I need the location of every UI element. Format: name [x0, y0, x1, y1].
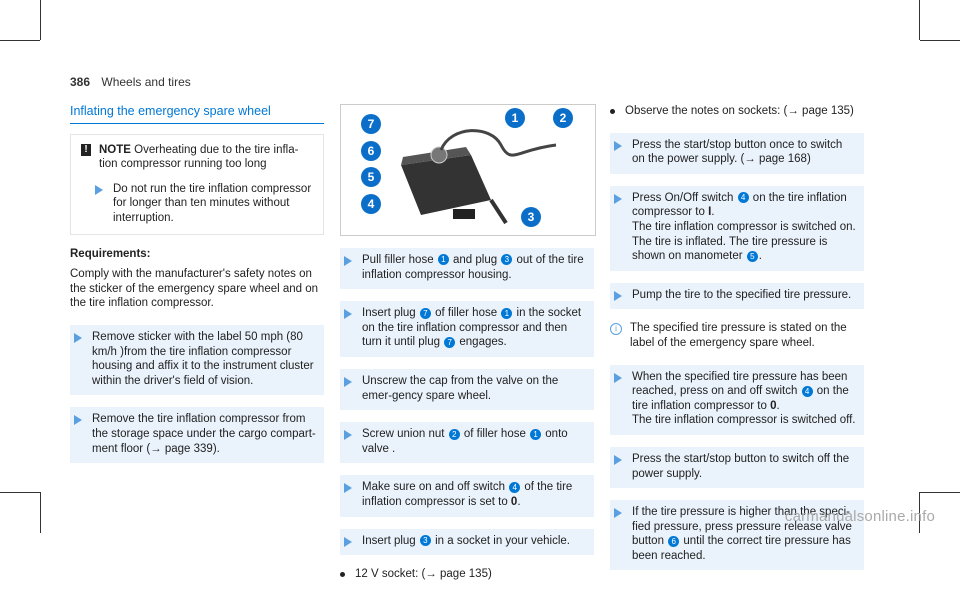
step: Pull filler hose 1 and plug 3 out of the… — [340, 248, 594, 290]
step: Press the start/stop button to switch of… — [610, 446, 864, 489]
step-text: Press the start/stop button once to swit… — [632, 138, 843, 166]
callout-badge: 7 — [444, 336, 456, 348]
step-arrow-icon — [344, 309, 352, 320]
section-title: Wheels and tires — [101, 75, 191, 89]
bullet-item: Observe the notes on sockets: (→ page 13… — [610, 104, 864, 119]
column-1: Inflating the emergency spare wheel ! NO… — [70, 104, 324, 475]
callout-badge: 7 — [419, 307, 431, 319]
callout-7: 7 — [361, 114, 381, 134]
callout-badge: 5 — [746, 250, 758, 262]
step-arrow-icon — [344, 430, 352, 441]
step: Press the start/stop button once to swit… — [610, 132, 864, 174]
callout-2: 2 — [553, 108, 573, 128]
crop-mark — [919, 0, 920, 40]
step-text: Insert plug 3 in a socket in your vehicl… — [362, 534, 570, 547]
step-arrow-icon — [344, 376, 352, 387]
note-heading: Overheating due to the tire infla-tion c… — [99, 143, 299, 171]
step-arrow-icon — [614, 193, 622, 204]
compressor-drawing — [401, 129, 557, 225]
step: Unscrew the cap from the valve on the em… — [340, 368, 594, 411]
step-text: When the specified tire pressure has bee… — [632, 370, 856, 427]
step-text: Remove sticker with the label 50 mph (80… — [92, 330, 314, 387]
bullet-text: Observe the notes on sockets: (→ page 13… — [625, 105, 854, 117]
step-text: Insert plug 7 of filler hose 1 in the so… — [362, 307, 582, 349]
step: Remove sticker with the label 50 mph (80… — [70, 324, 324, 396]
callout-badge: 1 — [437, 254, 449, 266]
bullet-dot — [340, 572, 345, 578]
info-note: i The specified tire pressure is stated … — [610, 321, 864, 350]
step: Make sure on and off switch 4 of the tir… — [340, 475, 594, 517]
note-box: ! NOTE Overheating due to the tire infla… — [70, 133, 324, 235]
column-2: 7 6 5 4 1 2 3 Pull filler hose 1 and plu… — [340, 104, 596, 596]
step: When the specified tire pressure has bee… — [610, 364, 864, 435]
bullet-item: 12 V socket: (→ page 135) — [340, 567, 594, 582]
step: Pump the tire to the specified tire pres… — [610, 282, 864, 310]
step-arrow-icon — [614, 290, 622, 301]
step-text: Press the start/stop button to switch of… — [632, 452, 850, 480]
note-step: Do not run the tire inflation compressor… — [113, 182, 312, 224]
step-arrow-icon — [344, 483, 352, 494]
step: Insert plug 7 of filler hose 1 in the so… — [340, 301, 594, 357]
step-text: Make sure on and off switch 4 of the tir… — [362, 481, 573, 508]
callout-badge: 2 — [448, 428, 460, 440]
heading: Inflating the emergency spare wheel — [70, 104, 324, 124]
callout-badge: 4 — [737, 192, 749, 204]
callout-badge: 3 — [419, 535, 431, 546]
step-text: Remove the tire inflation compressor fro… — [92, 413, 316, 455]
step-arrow-icon — [344, 256, 352, 266]
crop-mark — [0, 492, 40, 493]
bullet-dot — [610, 109, 615, 114]
callout-1: 1 — [505, 108, 525, 128]
step-arrow-icon — [74, 415, 82, 426]
step: Press On/Off switch 4 on the tire inflat… — [610, 185, 864, 271]
step-text: Press On/Off switch 4 on the tire inflat… — [632, 191, 856, 263]
callout-6: 6 — [361, 141, 381, 161]
note-title: NOTE Overheating due to the tire infla-t… — [99, 143, 315, 172]
info-text: The specified tire pressure is stated on… — [630, 322, 847, 349]
requirements-text: Comply with the manufacturer's safety no… — [70, 268, 319, 310]
watermark: carmanualsonline.info — [784, 508, 935, 525]
callout-badge: 3 — [501, 254, 513, 266]
warning-icon: ! — [81, 143, 91, 156]
step-arrow-icon — [614, 140, 622, 151]
bullet-text: 12 V socket: (→ page 135) — [355, 568, 492, 581]
step-arrow-icon — [95, 184, 103, 195]
step-text: Pull filler hose 1 and plug 3 out of the… — [362, 254, 584, 281]
requirements-label: Requirements: — [70, 247, 151, 260]
callout-badge: 6 — [668, 535, 680, 547]
crop-mark — [40, 492, 41, 533]
crop-mark — [920, 40, 960, 41]
step-arrow-icon — [74, 332, 82, 343]
step-text: Unscrew the cap from the valve on the em… — [362, 374, 559, 402]
callout-4: 4 — [361, 194, 381, 214]
step: Screw union nut 2 of filler hose 1 onto … — [340, 422, 594, 464]
note-label: NOTE — [99, 143, 131, 156]
step-arrow-icon — [614, 454, 622, 465]
compressor-illustration: 7 6 5 4 1 2 3 — [340, 104, 596, 236]
info-icon: i — [610, 323, 622, 336]
callout-badge: 1 — [530, 428, 542, 440]
crop-mark — [920, 492, 960, 493]
callout-badge: 1 — [501, 307, 513, 319]
callout-badge: 4 — [801, 385, 813, 397]
crop-mark — [919, 492, 920, 533]
step-arrow-icon — [344, 536, 352, 547]
page-header: 386 Wheels and tires — [70, 75, 191, 89]
step: Remove the tire inflation compressor fro… — [70, 407, 324, 464]
step-text: Screw union nut 2 of filler hose 1 onto … — [362, 428, 568, 455]
step-arrow-icon — [614, 508, 622, 519]
page-number: 386 — [70, 75, 91, 89]
callout-badge: 4 — [509, 481, 521, 493]
step-arrow-icon — [614, 372, 622, 383]
step-text: Pump the tire to the specified tire pres… — [632, 288, 852, 301]
crop-mark — [0, 40, 40, 41]
callout-3: 3 — [521, 207, 541, 227]
crop-mark — [40, 0, 41, 40]
callout-5: 5 — [361, 167, 381, 187]
